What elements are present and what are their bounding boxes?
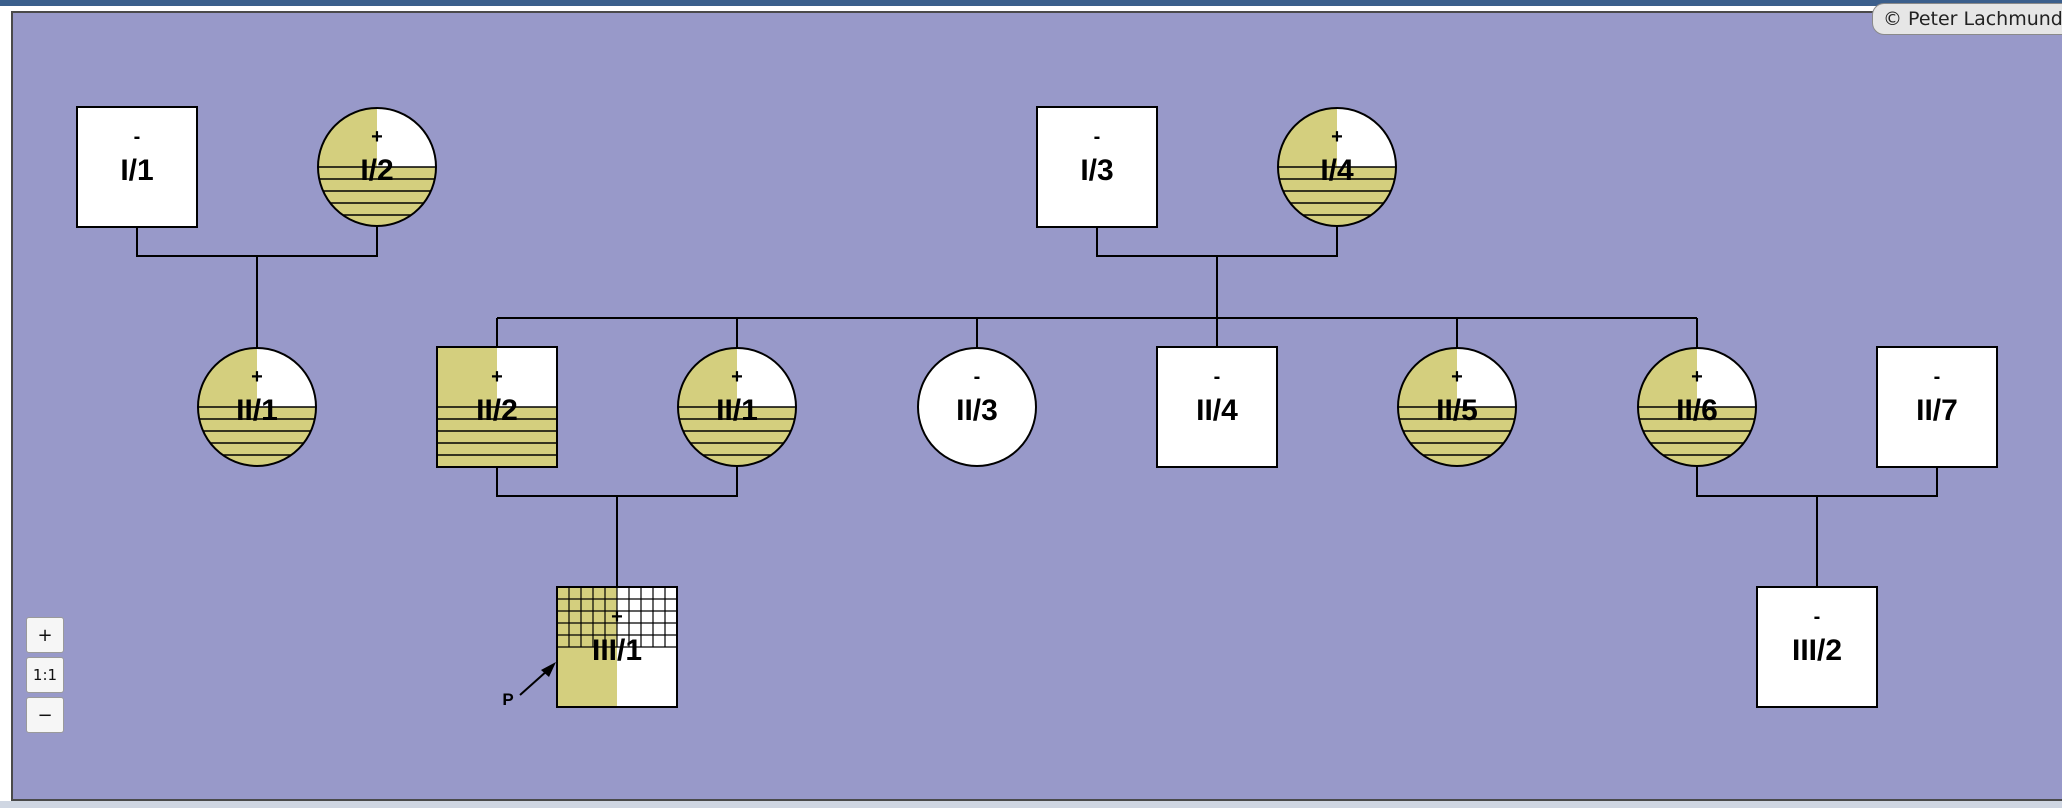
status-sign: - (1094, 126, 1101, 148)
couple-line-II2-II1 (496, 467, 738, 497)
individual-label: II/2 (476, 394, 518, 427)
individual-II1-left[interactable]: + II/1 (197, 347, 317, 467)
individual-I2[interactable]: + I/2 (317, 107, 437, 227)
status-sign: + (251, 366, 263, 388)
status-sign: - (1814, 606, 1821, 628)
individual-II1-spouse[interactable]: + II/1 (677, 347, 797, 467)
individual-label: II/6 (1676, 394, 1718, 427)
individual-label: II/3 (956, 394, 998, 427)
individual-label: II/7 (1916, 394, 1958, 427)
individual-II5[interactable]: + II/5 (1397, 347, 1517, 467)
window-bottom-bar (0, 801, 2062, 808)
status-sign: + (371, 126, 383, 148)
status-sign: - (134, 126, 141, 148)
individual-I1[interactable]: - I/1 (76, 106, 198, 228)
individual-I4[interactable]: + I/4 (1277, 107, 1397, 227)
proband-marker: P (502, 690, 513, 709)
individual-label: I/2 (360, 154, 393, 187)
zoom-out-button[interactable]: − (26, 697, 64, 733)
status-sign: + (1331, 126, 1343, 148)
individual-label: I/3 (1080, 154, 1113, 187)
individual-label: III/1 (592, 634, 642, 667)
status-sign: + (1451, 366, 1463, 388)
individual-label: II/4 (1196, 394, 1238, 427)
individual-II7[interactable]: - II/7 (1876, 346, 1998, 468)
individual-II3[interactable]: - II/3 (917, 347, 1037, 467)
status-sign: + (731, 366, 743, 388)
status-sign: + (491, 366, 503, 388)
individual-III1[interactable]: + III/1 (556, 586, 678, 708)
zoom-in-button[interactable]: + (26, 617, 64, 653)
individual-I3[interactable]: - I/3 (1036, 106, 1158, 228)
status-sign: - (1214, 366, 1221, 388)
individual-II2[interactable]: + II/2 (436, 346, 558, 468)
individual-label: II/1 (236, 394, 278, 427)
zoom-reset-button[interactable]: 1:1 (26, 657, 64, 693)
pedigree-connectors (136, 227, 1938, 588)
individual-II4[interactable]: - II/4 (1156, 346, 1278, 468)
individual-III2[interactable]: - III/2 (1756, 586, 1878, 708)
couple-line-I3-I4 (1096, 227, 1338, 257)
individual-label: III/2 (1792, 634, 1842, 667)
individual-label: II/1 (716, 394, 758, 427)
zoom-controls: + 1:1 − (26, 617, 66, 737)
window-top-bar (0, 0, 2062, 6)
status-sign: + (1691, 366, 1703, 388)
individual-label: I/4 (1320, 154, 1354, 187)
copyright-tab: © Peter Lachmund (1872, 3, 2062, 35)
individual-label: II/5 (1436, 394, 1478, 427)
status-sign: - (974, 366, 981, 388)
individual-label: I/1 (120, 154, 153, 187)
proband-arrow-icon (519, 662, 556, 696)
status-sign: + (611, 606, 623, 628)
couple-line-I1-I2 (136, 227, 378, 257)
status-sign: - (1934, 366, 1941, 388)
couple-line-II6-II7 (1696, 467, 1938, 497)
individual-II6[interactable]: + II/6 (1637, 347, 1757, 467)
